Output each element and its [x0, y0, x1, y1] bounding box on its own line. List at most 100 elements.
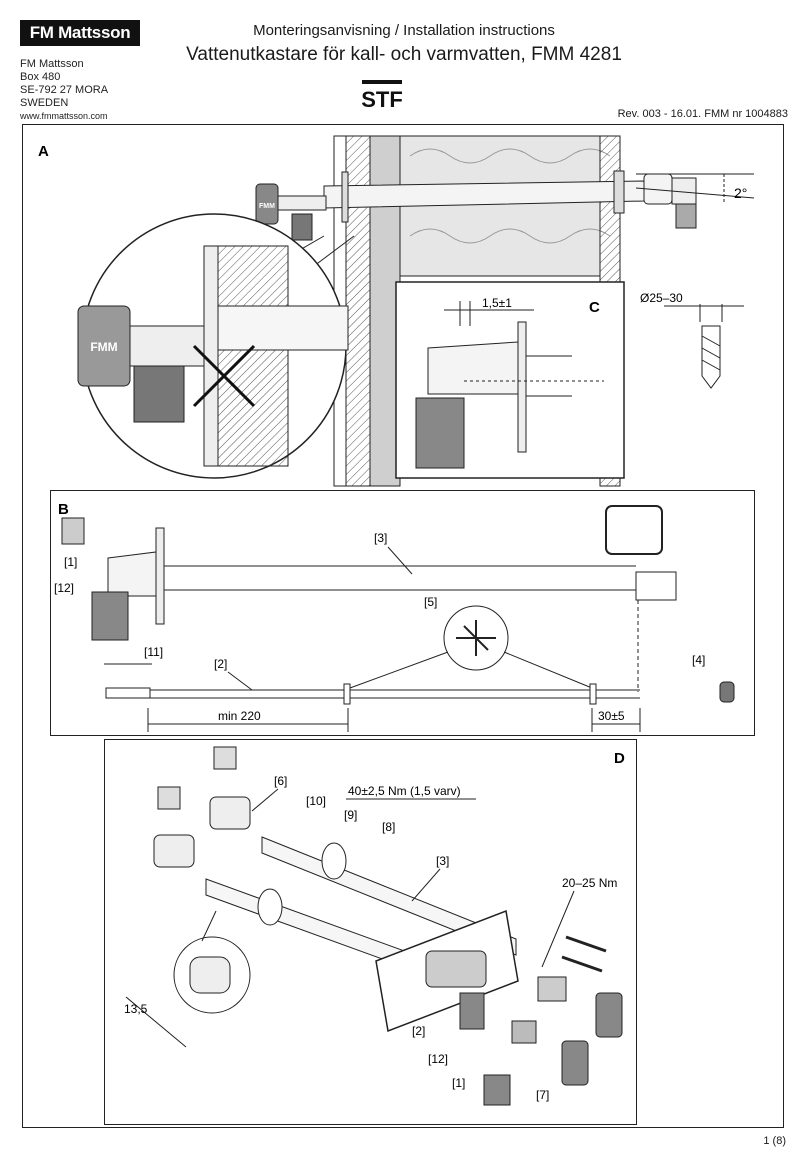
panel-b-label: B — [58, 501, 69, 518]
rod-end-cap — [105, 687, 151, 699]
page-number: 1 (8) — [763, 1135, 786, 1147]
b-flange — [155, 527, 165, 625]
website-link[interactable]: www.fmmattsson.com — [20, 111, 108, 121]
d-cap — [537, 976, 567, 1002]
address-line-2: Box 480 — [20, 71, 61, 83]
callout-b-3-leader — [387, 546, 413, 575]
b-nozzle — [91, 591, 129, 641]
inset-c-dimension: 1,5±1 — [482, 296, 512, 310]
clip-leader-1 — [349, 651, 449, 689]
callout-b-1: [1] — [64, 555, 77, 569]
address-line-1: FM Mattsson — [20, 58, 84, 70]
callout-d-6: [6] — [274, 774, 287, 788]
drill-bit — [701, 325, 721, 389]
stf-certification-mark: STF — [362, 80, 402, 110]
part-4-knob — [719, 681, 735, 703]
elbow — [671, 177, 697, 205]
wrong-cross-2 — [192, 344, 256, 408]
d-screw-2 — [561, 955, 603, 973]
clip-leader-2 — [503, 651, 593, 689]
drill-diameter: Ø25–30 — [640, 291, 683, 305]
rod-clip-2 — [589, 683, 597, 705]
inset-c-nozzle — [415, 397, 465, 469]
magnifier-wall — [217, 245, 289, 467]
panel-b-illustration: B [1] [12] [3] [5] [11] [2] [4] min 220 … — [54, 501, 735, 732]
d-magnifier-fitting — [189, 956, 231, 994]
stf-mark-text: STF — [362, 87, 402, 110]
callout-d-9: [9] — [344, 808, 357, 822]
handle-marking: FMM — [259, 203, 275, 210]
callout-b-5: [5] — [424, 595, 437, 609]
drill-flutes — [701, 335, 721, 371]
d-threaded-nipple — [483, 1074, 511, 1106]
page-total: (8) — [772, 1135, 786, 1147]
address-line-3: SE-792 27 MORA — [20, 84, 109, 96]
inner-flange — [613, 170, 625, 214]
magnifier-valve — [129, 325, 205, 367]
callout-d-1: [1] — [452, 1076, 465, 1090]
d-washer-1 — [321, 842, 347, 880]
callout-d-8: [8] — [382, 820, 395, 834]
torque-screw-label: 20–25 Nm — [562, 876, 617, 890]
torque-screw-arrow — [541, 890, 575, 968]
callout-d-7: [7] — [536, 1088, 549, 1102]
callout-d-2: [2] — [412, 1024, 425, 1038]
b-valve-body — [107, 551, 157, 597]
magnifier-pipe — [217, 305, 349, 351]
callout-d-3: [3] — [436, 854, 449, 868]
d-outlet — [459, 992, 485, 1030]
rod-clip-1 — [343, 683, 351, 705]
dimension-13-5: 13,5 — [124, 1002, 148, 1016]
revision-info: Rev. 003 - 16.01. FMM nr 1004883 — [617, 108, 788, 120]
magnifier-leader-2 — [313, 235, 355, 267]
callout-b-3: [3] — [374, 531, 387, 545]
d-key-2 — [561, 1040, 589, 1086]
main-frame — [22, 124, 784, 1128]
d-nut-left — [157, 786, 181, 810]
d-magnifier-leader — [201, 910, 217, 942]
d-screw-1 — [565, 935, 607, 953]
valve-body — [277, 195, 327, 211]
d-elbow-1 — [209, 796, 251, 830]
callout-b-11: [11] — [144, 645, 163, 659]
dimension-min: min 220 — [218, 709, 261, 723]
callout-d-3-leader — [411, 868, 441, 902]
pipe-end-cut — [635, 571, 677, 601]
d-elbow-2 — [153, 834, 195, 868]
page-current: 1 — [763, 1135, 770, 1147]
d-connector — [511, 1020, 537, 1044]
d-nut-top — [213, 746, 237, 770]
callout-d-6-leader — [251, 788, 279, 812]
clip-detail — [456, 620, 496, 656]
angle-line-2 — [635, 187, 755, 199]
brand-logo: FM Mattsson — [20, 20, 140, 46]
part-1-connector — [61, 517, 85, 545]
magnifier-nozzle — [133, 365, 185, 423]
panel-a-illustration: A FMM 2° FMM C 1,5±1 Ø25–30 — [38, 135, 755, 487]
document-subtitle: Monteringsanvisning / Installation instr… — [253, 22, 555, 39]
angle-label: 2° — [734, 185, 747, 201]
d-valve-housing — [425, 950, 487, 988]
callout-b-4: [4] — [692, 653, 705, 667]
outlet-nozzle — [291, 213, 313, 241]
callout-d-12: [12] — [428, 1052, 448, 1066]
panel-a-label: A — [38, 143, 49, 160]
panel-d-label: D — [614, 750, 625, 767]
panel-d-illustration: D [6] 40±2,5 Nm (1,5 varv) [10] [9] [8] … — [124, 746, 625, 1106]
callout-b-2: [2] — [214, 657, 227, 671]
inset-c-flange — [517, 321, 527, 453]
panel-d-box — [104, 739, 637, 1125]
pipe-cutter — [605, 505, 663, 555]
callout-b-2-leader — [227, 671, 253, 691]
document-title: Vattenutkastare för kall- och varmvatten… — [186, 44, 622, 65]
magnifier-handle-marking: FMM — [90, 340, 117, 354]
inset-c-label: C — [589, 299, 600, 316]
torque-nut-label: 40±2,5 Nm (1,5 varv) — [348, 784, 461, 798]
compression-fitting — [675, 203, 697, 229]
address-line-4: SWEDEN — [20, 97, 69, 109]
d-dim-line — [125, 996, 187, 1048]
d-key-1 — [595, 992, 623, 1038]
dimension-end: 30±5 — [598, 709, 625, 723]
callout-b-12: [12] — [54, 581, 74, 595]
d-washer-2 — [257, 888, 283, 926]
